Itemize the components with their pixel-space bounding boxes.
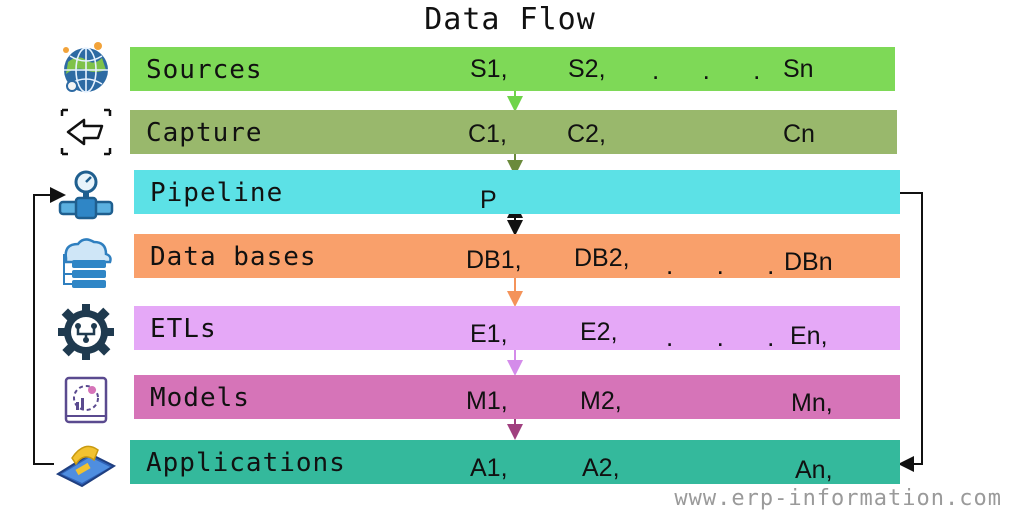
ellipsis-dots: . . . — [666, 322, 775, 352]
item-last: DBn — [784, 248, 833, 276]
source-watermark: www.erp-information.com — [674, 486, 1002, 511]
feedback-loop-right — [898, 192, 923, 472]
stage-label: Models — [150, 383, 250, 413]
item-second: DB2, — [574, 244, 630, 272]
item-first: C1, — [468, 120, 507, 148]
item-first: DB1, — [466, 246, 522, 274]
item-first: A1, — [470, 454, 508, 482]
stage-band-applications: Applications — [130, 440, 900, 484]
stage-label: Capture — [146, 118, 263, 148]
item-last: Cn — [783, 120, 815, 148]
stage-label: Applications — [146, 448, 346, 478]
cloud-database-icon — [54, 234, 118, 290]
item-first: P — [480, 186, 497, 214]
item-second: C2, — [567, 120, 606, 148]
item-last: En, — [790, 322, 828, 350]
capture-arrow-icon — [54, 104, 118, 160]
item-second: A2, — [582, 454, 620, 482]
item-last: Mn, — [791, 389, 833, 417]
stage-band-etls: ETLs — [134, 306, 900, 350]
stage-label: ETLs — [150, 314, 217, 344]
globe-network-icon — [54, 40, 118, 96]
ellipsis-dots: . . . — [652, 55, 761, 85]
item-second: M2, — [580, 387, 622, 415]
item-last: An, — [795, 456, 833, 484]
stage-label: Sources — [146, 55, 263, 85]
stage-band-pipeline: Pipeline — [134, 170, 900, 214]
stage-label: Pipeline — [150, 178, 284, 208]
item-last: Sn — [783, 55, 814, 83]
item-second: S2, — [568, 55, 606, 83]
item-second: E2, — [580, 318, 618, 346]
application-card-icon — [54, 436, 118, 492]
item-first: E1, — [470, 320, 508, 348]
stage-band-models: Models — [134, 375, 900, 419]
ellipsis-dots: . . . — [666, 250, 775, 280]
item-first: S1, — [470, 55, 508, 83]
pipeline-gauge-icon — [54, 168, 118, 224]
stage-band-sources: Sources — [130, 47, 895, 91]
stage-band-capture: Capture — [130, 110, 897, 154]
stage-band-databases: Data bases — [134, 234, 900, 278]
model-analytics-icon — [54, 372, 118, 428]
gear-circuit-icon — [54, 304, 118, 360]
item-first: M1, — [466, 387, 508, 415]
feedback-loop-left — [33, 187, 66, 465]
diagram-title: Data Flow — [424, 2, 596, 37]
stage-label: Data bases — [150, 242, 317, 272]
